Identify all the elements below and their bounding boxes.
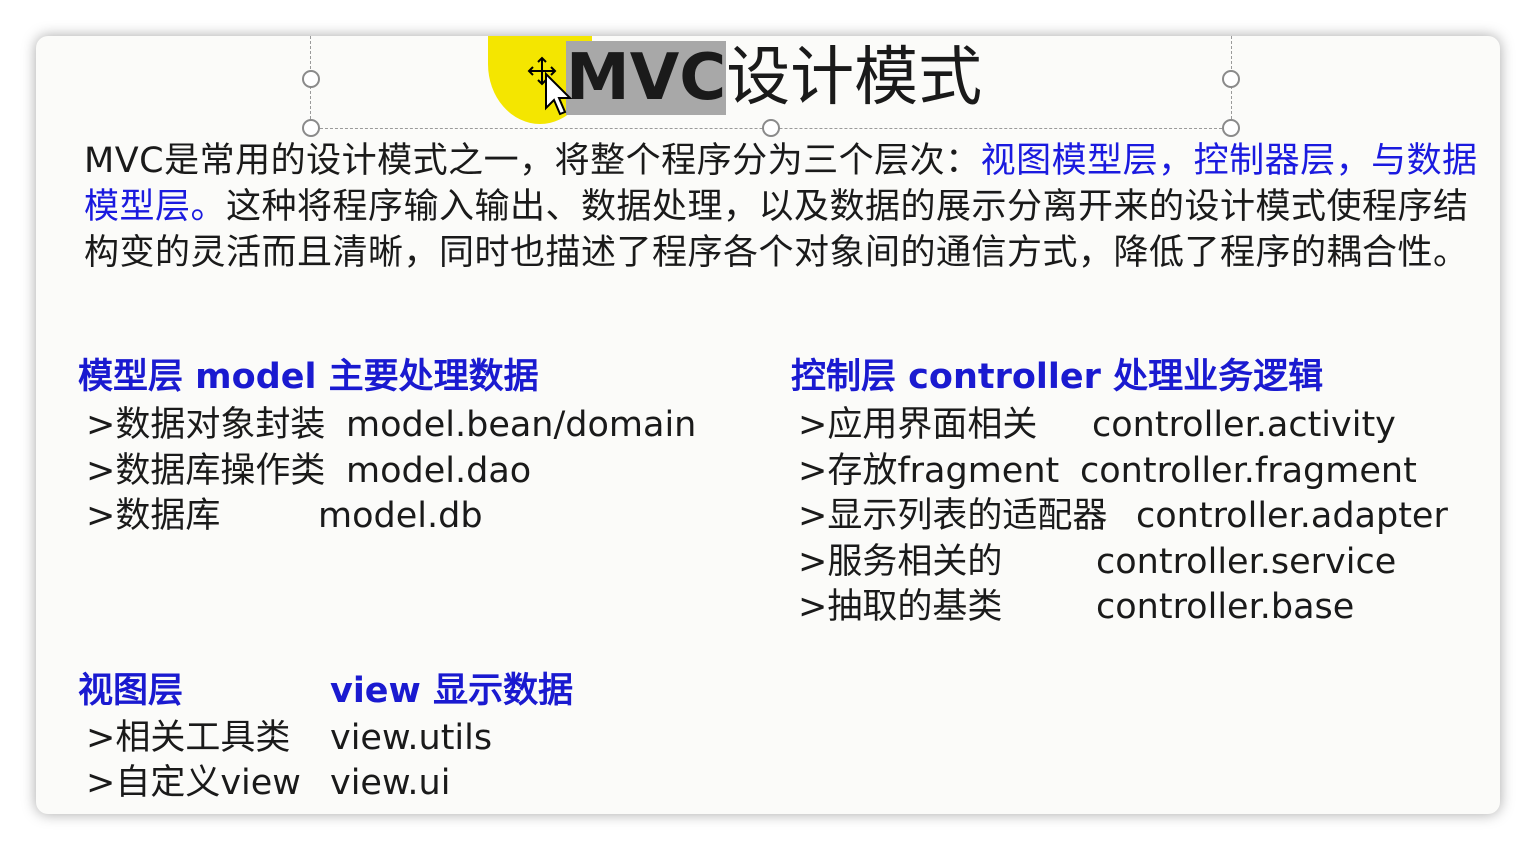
- row-label: >应用界面相关: [798, 405, 1038, 445]
- row-code: controller.service: [1096, 542, 1397, 582]
- controller-row: >显示列表的适配器 controller.adapter: [798, 493, 1448, 539]
- row-label: >相关工具类: [86, 718, 291, 758]
- resize-handle-bottom[interactable]: [762, 119, 780, 137]
- slide: MVC设计模式 MVC是常用的设计模式之一，将整个程序分为三个层次：视图模型层，…: [36, 36, 1500, 814]
- resize-handle-bottom-left[interactable]: [302, 119, 320, 137]
- resize-handle-left[interactable]: [302, 70, 320, 88]
- arrow-pointer-icon: [545, 71, 573, 116]
- intro-layers: 视图模型层，控制器层，与数据模型层。: [84, 141, 1478, 227]
- row-label: >数据库操作类: [86, 451, 326, 491]
- intro-text-1: MVC是常用的设计模式之一，将整个程序分为三个层次：: [84, 141, 981, 181]
- model-row: >数据库 model.db: [86, 493, 483, 539]
- row-label: >显示列表的适配器: [798, 496, 1108, 536]
- row-label: >数据库: [86, 496, 221, 536]
- controller-row: >抽取的基类 controller.base: [798, 584, 1354, 630]
- move-cursor-icon: [527, 56, 573, 116]
- model-row: >数据对象封装 model.bean/domain: [86, 402, 696, 448]
- view-heading-detail: view 显示数据: [330, 671, 574, 711]
- view-heading: 视图层: [78, 671, 184, 711]
- title-selected-text: MVC: [566, 41, 727, 115]
- controller-heading: 控制层 controller 处理业务逻辑: [791, 357, 1324, 397]
- row-code: view.utils: [330, 718, 493, 758]
- row-code: model.dao: [346, 451, 532, 491]
- resize-handle-right[interactable]: [1222, 70, 1240, 88]
- title-text: 设计模式: [726, 41, 983, 115]
- slide-title[interactable]: MVC设计模式: [566, 41, 983, 115]
- row-code: controller.base: [1096, 587, 1355, 627]
- model-heading: 模型层 model 主要处理数据: [78, 357, 539, 397]
- row-code: controller.adapter: [1136, 496, 1448, 536]
- row-label: >数据对象封装: [86, 405, 326, 445]
- row-code: controller.fragment: [1080, 451, 1417, 491]
- controller-row: >存放fragment controller.fragment: [798, 448, 1417, 494]
- resize-handle-bottom-right[interactable]: [1222, 119, 1240, 137]
- row-code: model.db: [318, 496, 483, 536]
- row-label: >存放fragment: [798, 451, 1060, 491]
- view-row: >自定义view view.ui: [86, 760, 450, 806]
- controller-row: >应用界面相关 controller.activity: [798, 402, 1396, 448]
- row-code: controller.activity: [1092, 405, 1396, 445]
- intro-paragraph: MVC是常用的设计模式之一，将整个程序分为三个层次：视图模型层，控制器层，与数据…: [84, 138, 1496, 276]
- row-label: >服务相关的: [798, 542, 1003, 582]
- row-code: view.ui: [330, 763, 451, 803]
- row-label: >抽取的基类: [798, 587, 1003, 627]
- row-code: model.bean/domain: [346, 405, 697, 445]
- intro-text-2: 这种将程序输入输出、数据处理，以及数据的展示分离开来的设计模式使程序结构变的灵活…: [84, 187, 1469, 273]
- row-label: >自定义view: [86, 763, 301, 803]
- view-row: >相关工具类 view.utils: [86, 715, 492, 761]
- controller-row: >服务相关的 controller.service: [798, 539, 1396, 585]
- model-row: >数据库操作类 model.dao: [86, 448, 531, 494]
